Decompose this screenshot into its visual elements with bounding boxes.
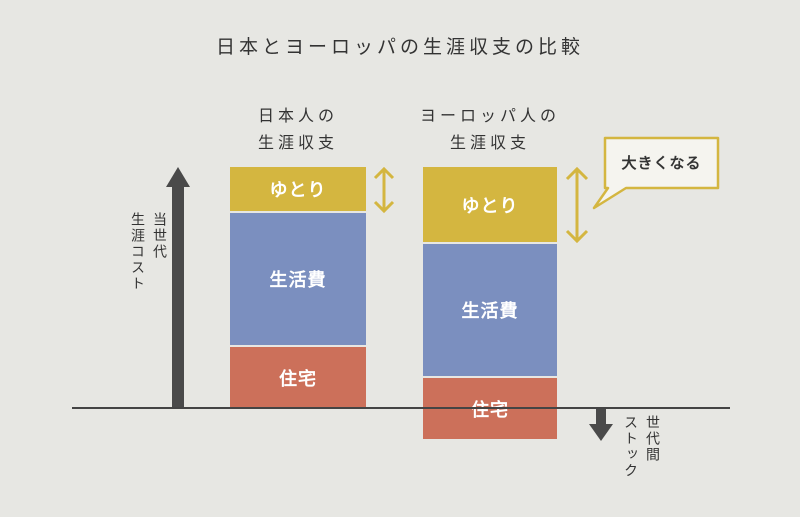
- europe-column-label: ヨーロッパ人の 生涯収支: [405, 102, 575, 156]
- stock-axis-down-arrow: [589, 409, 613, 441]
- zero-baseline: [72, 407, 730, 409]
- cost-axis-label-line-2: 生涯コスト: [129, 212, 145, 292]
- stock-axis-label-line-1: 世代間: [644, 415, 660, 463]
- cost-axis-label: 当世代 生涯コスト: [127, 212, 169, 292]
- diagram-title: 日本とヨーロッパの生涯収支の比較: [215, 36, 584, 58]
- cost-axis-up-arrow: [166, 167, 190, 408]
- japan-column-label: 日本人の 生涯収支: [228, 102, 368, 156]
- europe-yutori-bar: ゆとり: [423, 167, 557, 242]
- japan-jutaku-bar: 住宅: [230, 347, 366, 408]
- japan-yutori-bar: ゆとり: [230, 167, 366, 211]
- stock-axis-label-line-2: ストック: [622, 415, 638, 479]
- callout-text: 大きくなる: [621, 154, 702, 172]
- japan-label-line-2: 生涯収支: [257, 133, 338, 152]
- europe-label-line-2: 生涯収支: [449, 133, 530, 152]
- europe-label-line-1: ヨーロッパ人の: [419, 106, 560, 125]
- cost-axis-label-line-1: 当世代: [151, 212, 167, 260]
- europe-seikatsuhi-bar: 生活費: [423, 244, 557, 376]
- callout-bubble: [592, 136, 720, 210]
- europe-yutori-double-arrow: [565, 166, 589, 244]
- japan-yutori-double-arrow: [373, 166, 395, 214]
- japan-seikatsuhi-bar: 生活費: [230, 213, 366, 345]
- stock-axis-label: 世代間 ストック: [620, 415, 662, 479]
- japan-label-line-1: 日本人の: [257, 106, 338, 125]
